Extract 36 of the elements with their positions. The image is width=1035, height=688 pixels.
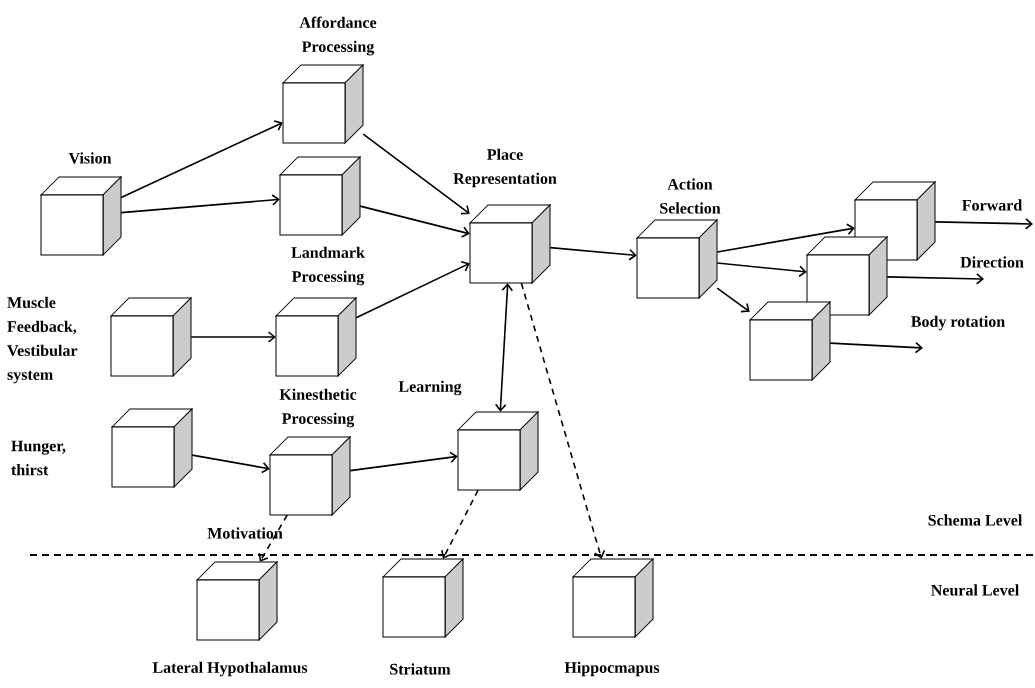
arrow — [829, 341, 923, 354]
cube-label: Muscle Feedback, Vestibular system — [7, 296, 78, 384]
cube-label: Learning — [398, 380, 462, 396]
arrow — [258, 514, 288, 562]
arrow — [716, 223, 855, 253]
cube-label: Landmark Processing — [291, 246, 365, 286]
arrow — [549, 246, 637, 261]
arrow — [349, 451, 458, 472]
cube-label: Kinesthetic Processing — [279, 388, 357, 428]
arrow — [934, 218, 1033, 230]
arrow — [716, 262, 807, 278]
arrow — [494, 283, 514, 412]
arrow — [359, 205, 470, 238]
cube-label: Hunger, thirst — [11, 440, 66, 476]
edge-label: Forward — [960, 198, 1024, 212]
arrow — [120, 194, 280, 214]
arrow — [191, 454, 270, 474]
edge-label: Direction — [959, 255, 1025, 269]
edge-label: Body rotation — [909, 314, 1007, 332]
arrow — [886, 273, 985, 285]
level-label: Neural Level — [931, 584, 1019, 596]
cube-label: Striatum — [390, 663, 451, 675]
cube — [749, 301, 831, 381]
cube — [806, 236, 888, 316]
arrow — [120, 120, 283, 199]
cube-label: Place Representation — [453, 148, 557, 188]
arrow — [441, 489, 479, 559]
cube-label: Affordance Processing — [299, 16, 377, 56]
cube-label: Motivation — [207, 527, 283, 539]
arrow — [190, 331, 276, 343]
level-label: Schema Level — [928, 514, 1023, 526]
cube-label: Lateral Hypothalamus — [152, 661, 308, 677]
cube-label: Hippocmapus — [564, 661, 660, 677]
cube-label: Vision — [68, 152, 112, 164]
arrow — [520, 282, 606, 559]
cube-label: Action Selection — [660, 178, 721, 214]
